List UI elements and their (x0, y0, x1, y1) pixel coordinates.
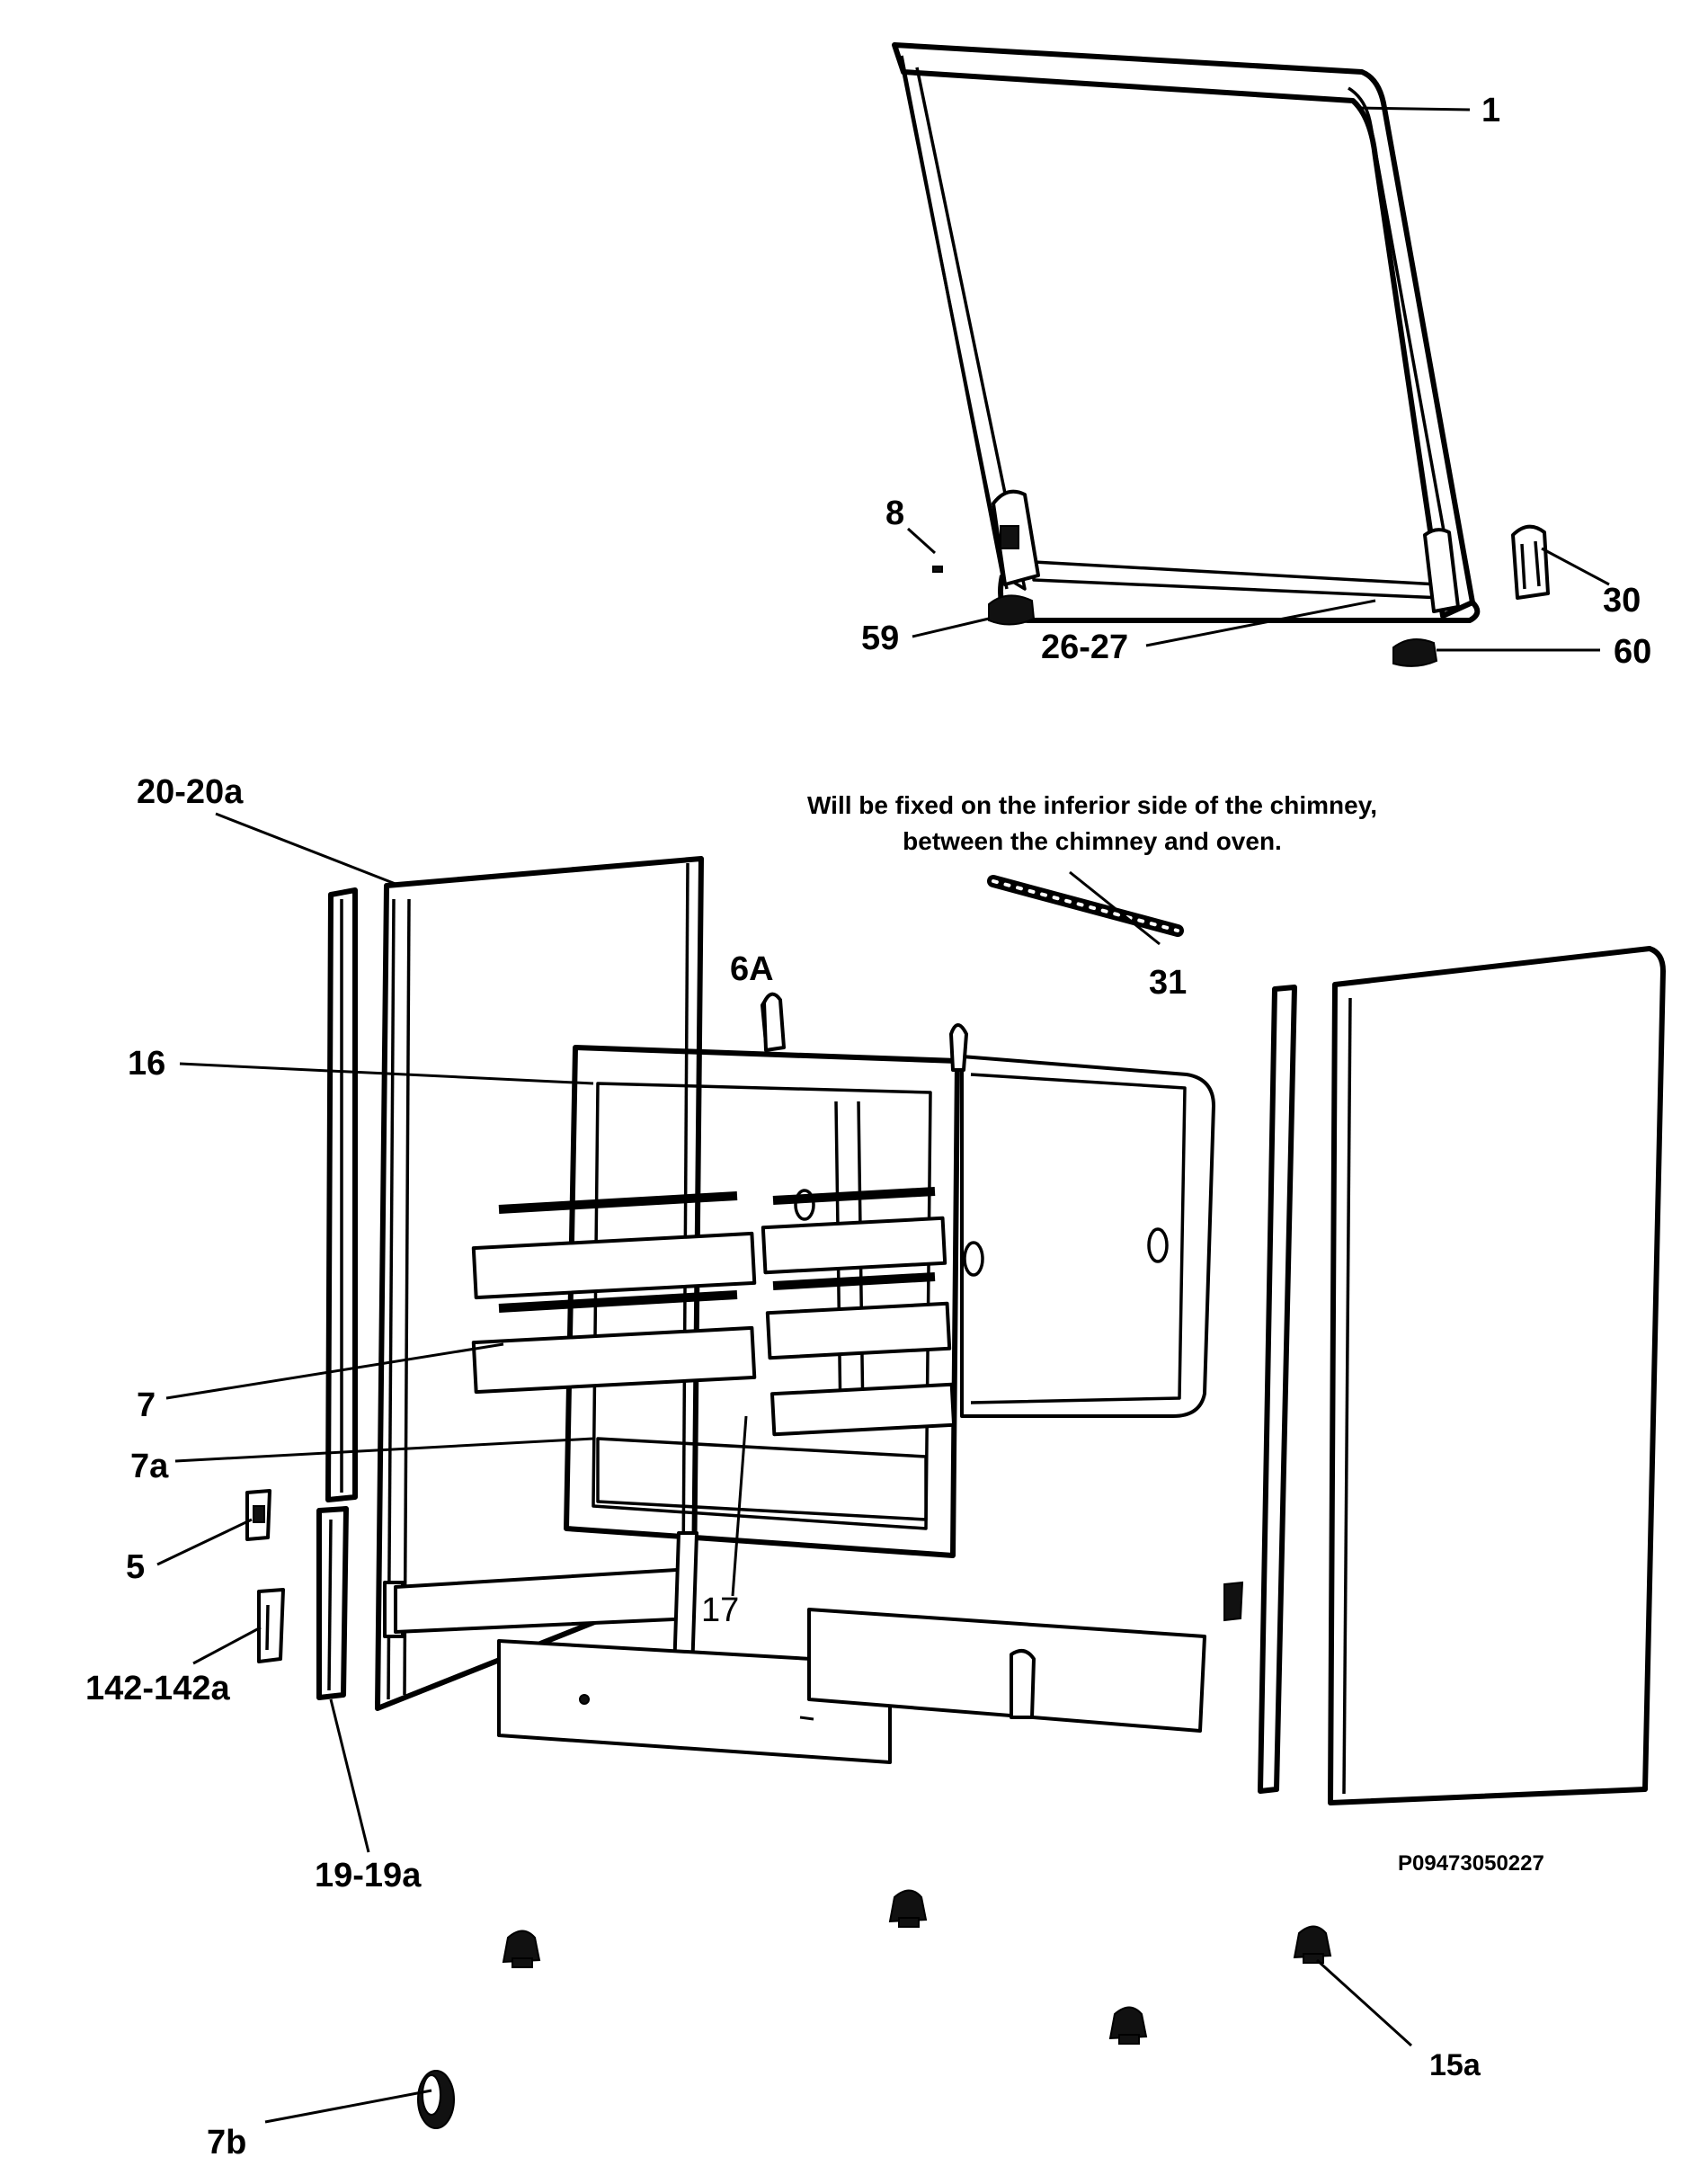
label-142-142a: 142-142a (85, 1670, 230, 1707)
screw-part-8 (932, 566, 943, 573)
note-line-1: Will be fixed on the inferior side of th… (807, 791, 1377, 819)
leader-lines (156, 106, 1610, 2124)
clip-part-142-142a (257, 1588, 285, 1663)
chimney-note: Will be fixed on the inferior side of th… (807, 791, 1377, 855)
label-60: 60 (1614, 633, 1651, 671)
lid-bottom-bar-part-26-27 (992, 489, 1481, 623)
label-30: 30 (1603, 582, 1641, 620)
label-59: 59 (861, 620, 899, 657)
hinge-part-60 (1392, 638, 1438, 667)
label-7: 7 (137, 1386, 156, 1424)
label-19-19a: 19-19a (315, 1857, 422, 1894)
label-31: 31 (1149, 964, 1187, 1002)
label-17: 17 (701, 1591, 739, 1629)
label-1: 1 (1481, 92, 1500, 129)
note-line-2: between the chimney and oven. (903, 827, 1282, 855)
label-7a: 7a (130, 1448, 169, 1485)
label-16: 16 (128, 1045, 165, 1083)
label-7b: 7b (207, 2124, 246, 2162)
bottom-frame (394, 1531, 1206, 1764)
part-labels: 1 8 30 59 26-27 60 20-20a 6A 31 16 7 7a … (85, 92, 1651, 2162)
hinge-part-59 (988, 594, 1036, 626)
label-26-27: 26-27 (1041, 628, 1128, 666)
foot-part-15a-1 (502, 1930, 541, 1968)
right-side-panel (1258, 946, 1666, 1805)
foot-part-15a-4 (1293, 1925, 1332, 1964)
knob-part-7b (417, 2070, 455, 2129)
clip-right (1223, 1581, 1244, 1622)
label-8: 8 (885, 495, 904, 532)
rod-part-31 (987, 875, 1184, 937)
clip-part-30 (1511, 524, 1550, 600)
label-20-20a: 20-20a (137, 773, 244, 811)
label-6a: 6A (730, 950, 774, 988)
drawing-code: P09473050227 (1398, 1851, 1544, 1876)
clip-part-5 (245, 1489, 271, 1541)
lid-frame-part-1 (892, 42, 1475, 619)
clip-part-6a (762, 992, 786, 1052)
foot-part-15a-3 (1108, 2006, 1148, 2045)
label-5: 5 (126, 1548, 145, 1586)
shelf-rails-part-7 (471, 1187, 956, 1437)
foot-part-15a-2 (888, 1889, 928, 1928)
rail-part-19-19a (316, 887, 358, 1700)
label-15a: 15a (1429, 2048, 1481, 2082)
